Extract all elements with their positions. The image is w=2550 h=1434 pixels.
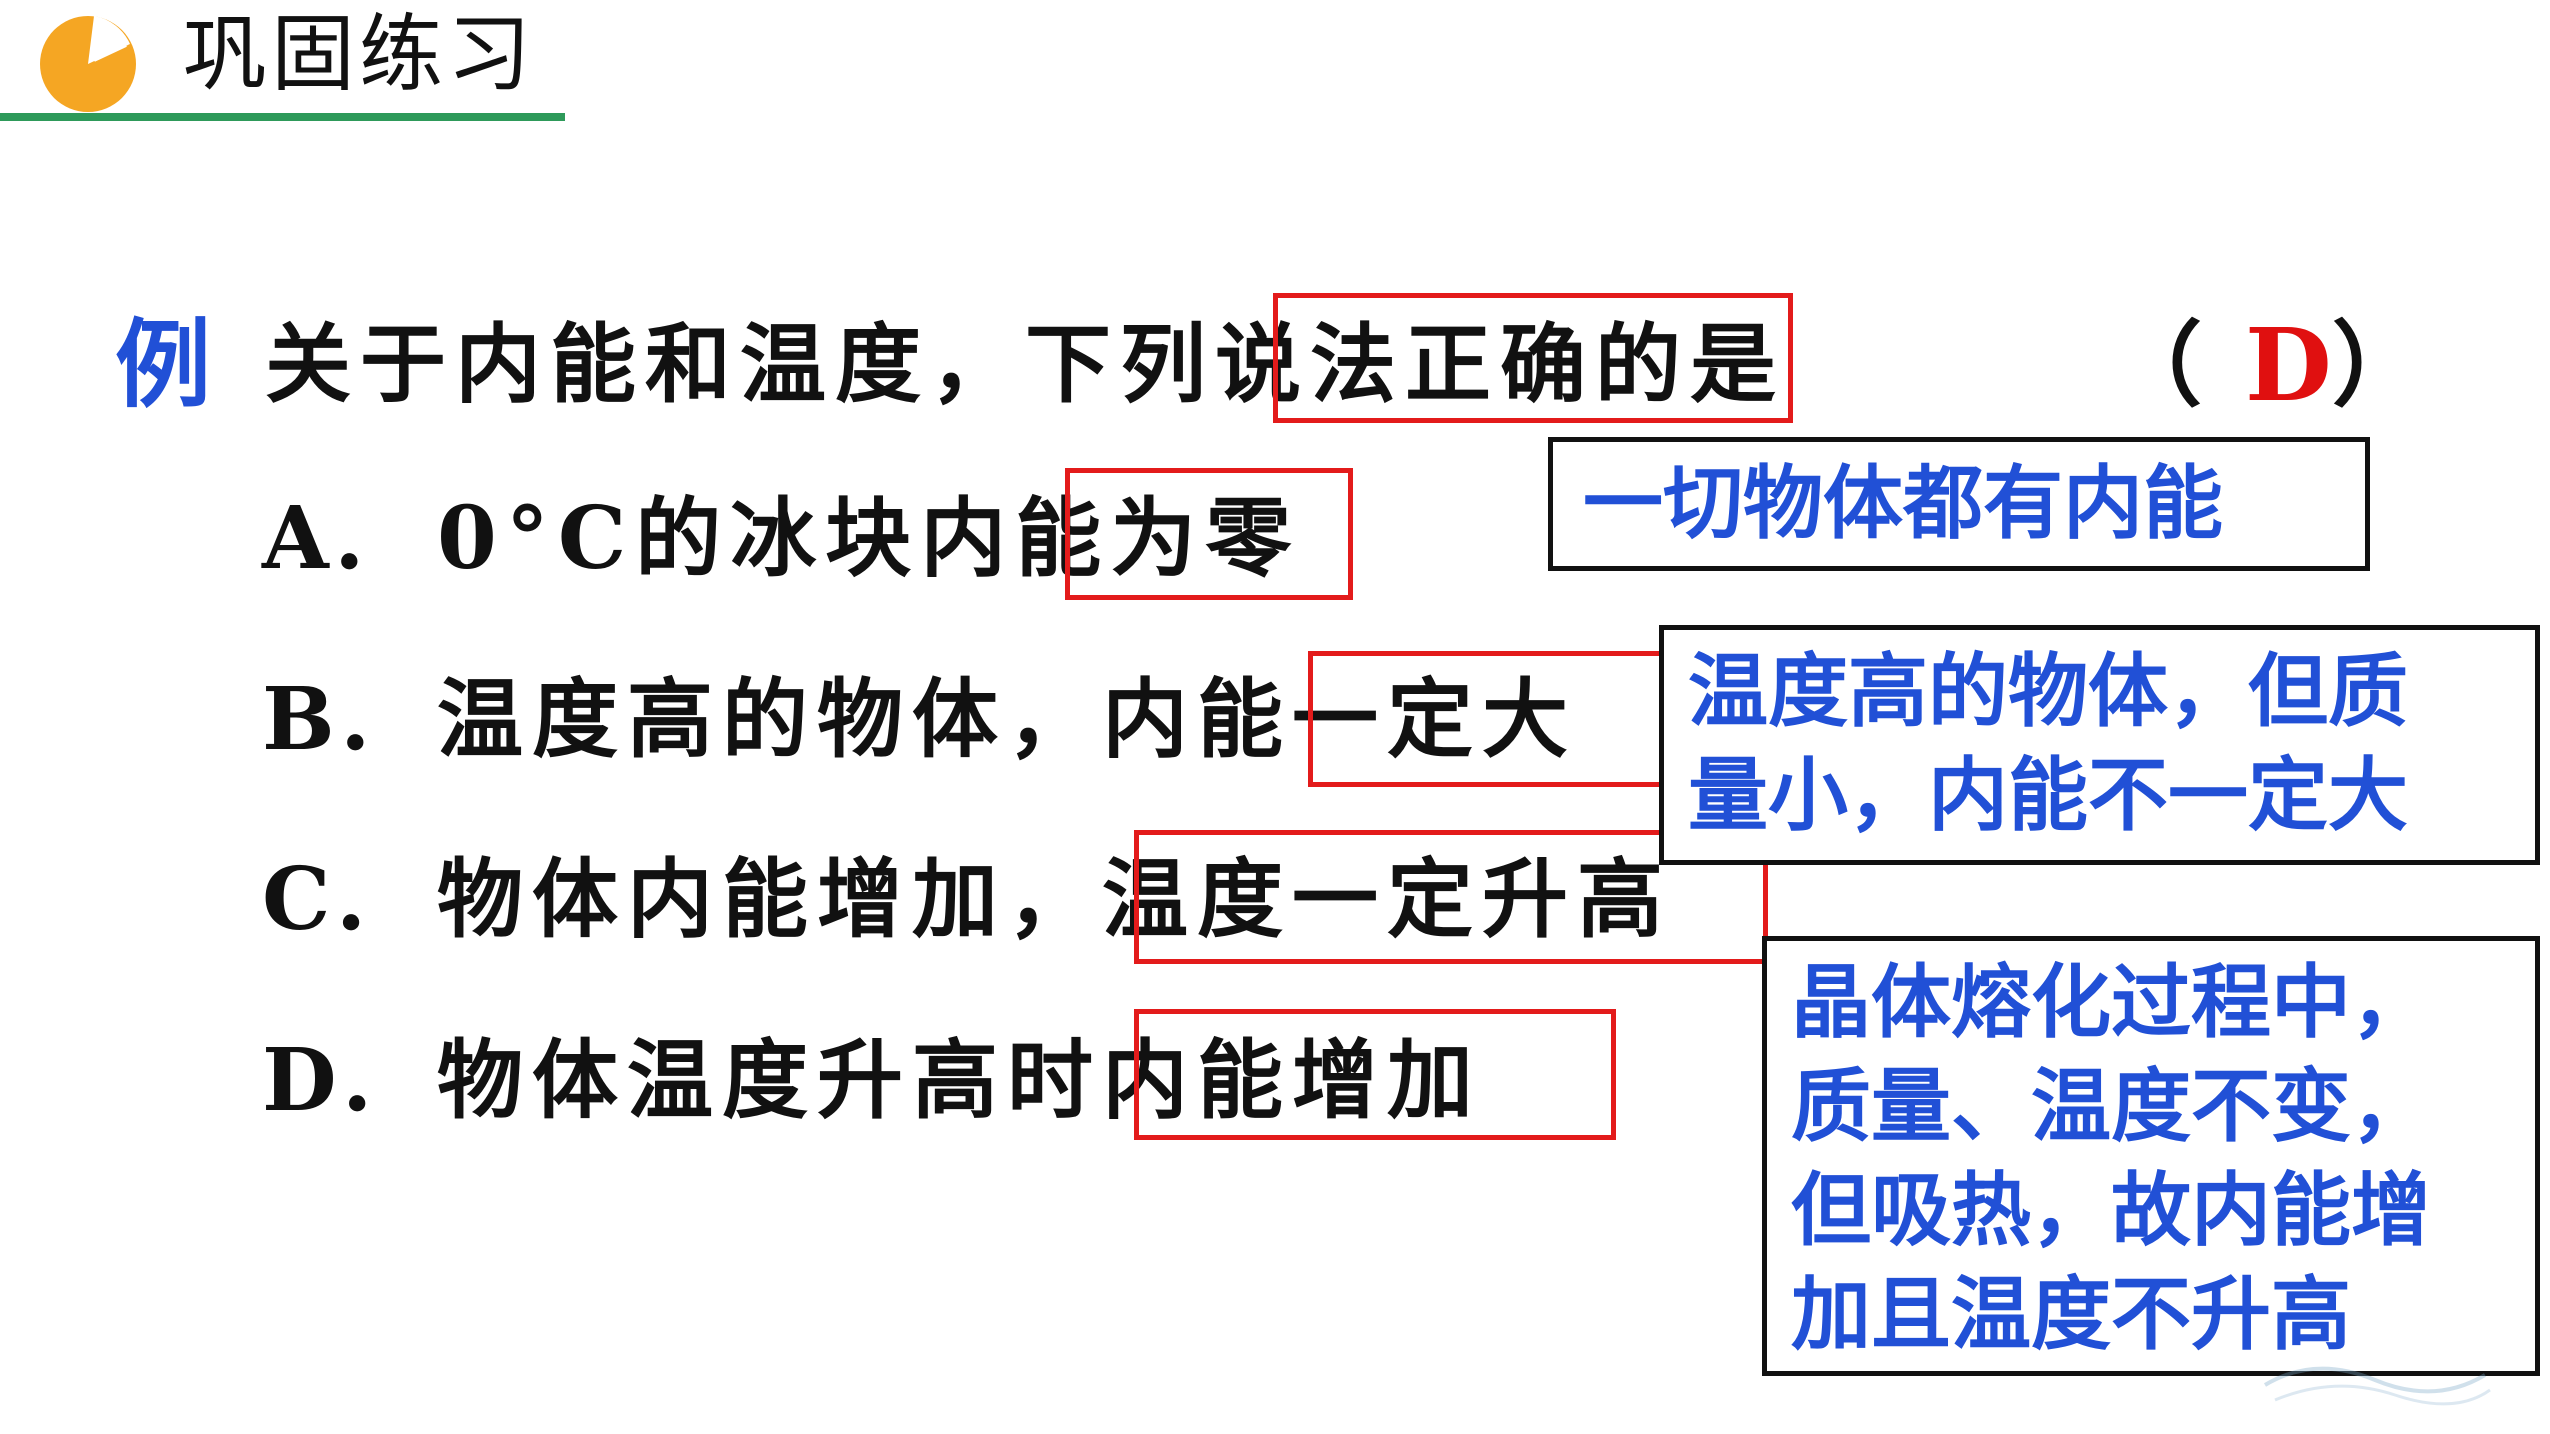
option-b: B．温度高的物体，内能一定大 — [262, 655, 1577, 785]
option-text: 0°C的冰块内能为零 — [437, 488, 1301, 589]
highlight-option-a — [1065, 468, 1353, 600]
header-divider — [0, 113, 565, 121]
answer-value: D — [2245, 306, 2332, 424]
answer-open-paren: （ — [2110, 311, 2203, 419]
option-d: D．物体温度升高时内能增加 — [262, 1016, 1482, 1146]
note-option-c: 晶体熔化过程中， 质量、温度不变， 但吸热，故内能增 加且温度不升高 — [1762, 936, 2540, 1376]
answer-close-paren: ） — [2332, 311, 2425, 419]
option-key: A． — [262, 488, 415, 589]
option-key: B． — [262, 669, 421, 770]
page-title: 巩固练习 — [183, 5, 536, 103]
note-option-a: 一切物体都有内能 — [1548, 437, 2370, 571]
example-label: 例 — [115, 309, 211, 421]
highlight-option-b — [1308, 651, 1668, 787]
option-text: 物体内能增加，温度一定升高 — [437, 849, 1672, 950]
option-key: D． — [262, 1030, 423, 1131]
question-stem: 关于内能和温度，下列说法正确的是 — [265, 314, 1785, 415]
highlight-stem-keyword — [1273, 293, 1793, 423]
decorative-swirl — [2263, 1366, 2491, 1406]
option-text: 温度高的物体，内能一定大 — [437, 669, 1577, 770]
note-option-b: 温度高的物体，但质 量小，内能不一定大 — [1659, 625, 2540, 865]
option-c: C．物体内能增加，温度一定升高 — [262, 835, 1672, 965]
pie-icon — [40, 16, 136, 112]
option-key: C． — [262, 849, 417, 950]
highlight-option-d — [1134, 1009, 1616, 1140]
option-a: A．0°C的冰块内能为零 — [262, 474, 1300, 604]
highlight-option-c — [1134, 830, 1768, 964]
option-text: 物体温度升高时内能增加 — [437, 1030, 1482, 1131]
